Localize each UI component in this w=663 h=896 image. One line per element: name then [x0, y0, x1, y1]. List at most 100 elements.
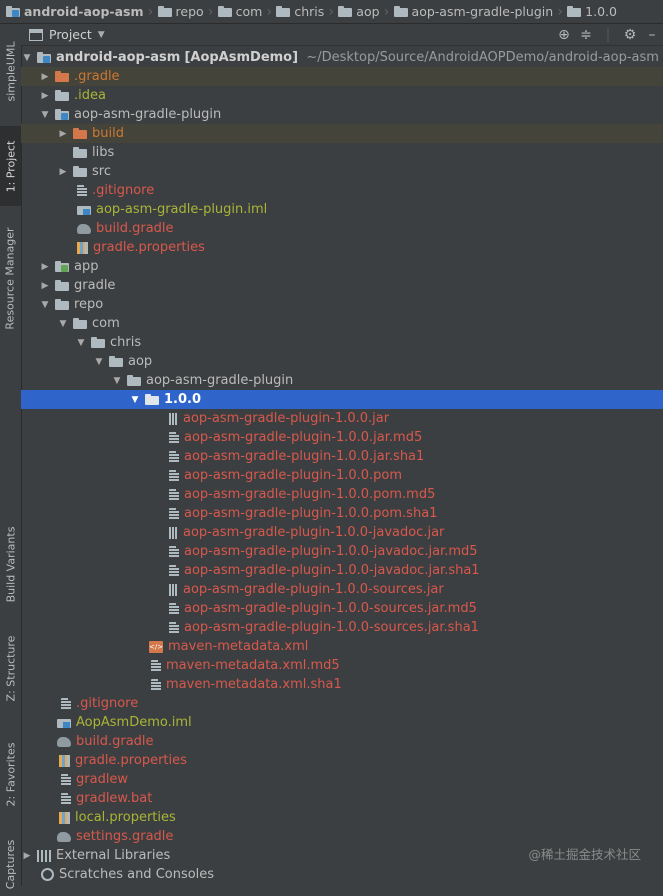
tree-row-artifact-file[interactable]: aop-asm-gradle-plugin-1.0.0.pom.sha1	[21, 504, 663, 523]
tree-row-metadata-file[interactable]: maven-metadata.xml.md5	[21, 656, 663, 675]
tree-row-src[interactable]: ▶ src	[21, 162, 663, 181]
tab-captures[interactable]: Captures	[0, 832, 21, 896]
tree-row-metadata-file[interactable]: maven-metadata.xml.sha1	[21, 675, 663, 694]
tab-favorites[interactable]: 2: Favorites	[0, 729, 21, 819]
text-file-icon	[61, 773, 71, 786]
folder-icon	[55, 90, 69, 101]
collapse-arrow-icon[interactable]: ▶	[41, 280, 49, 291]
tree-row-chris[interactable]: ▼ chris	[21, 333, 663, 352]
gradle-icon	[77, 223, 91, 234]
collapse-all-icon[interactable]: ≑	[580, 27, 592, 43]
tree-row-plugin-iml[interactable]: aop-asm-gradle-plugin.iml	[21, 200, 663, 219]
collapse-arrow-icon[interactable]: ▶	[41, 261, 49, 272]
breadcrumb: android-aop-asm › repo › com › chris › a…	[0, 0, 663, 24]
tab-resource-manager[interactable]: Resource Manager	[0, 214, 21, 342]
tree-row-plugin-build-gradle[interactable]: build.gradle	[21, 219, 663, 238]
tree-label: aop-asm-gradle-plugin-1.0.0-javadoc.jar	[183, 525, 445, 540]
breadcrumb-item-plugin[interactable]: aop-asm-gradle-plugin	[393, 0, 553, 23]
expand-arrow-icon[interactable]: ▼	[41, 109, 49, 120]
breadcrumb-item-root[interactable]: android-aop-asm	[6, 0, 144, 23]
expand-arrow-icon[interactable]: ▼	[95, 356, 103, 367]
tab-simpleuml-label: simpleUML	[4, 41, 18, 101]
tree-row-metadata-file[interactable]: </> maven-metadata.xml	[21, 637, 663, 656]
tree-label: AopAsmDemo.iml	[76, 715, 192, 730]
folder-icon	[393, 6, 408, 17]
tree-label: aop-asm-gradle-plugin-1.0.0-sources.jar	[183, 582, 444, 597]
expand-arrow-icon[interactable]: ▼	[77, 337, 85, 348]
folder-icon	[73, 166, 87, 177]
jar-file-icon	[169, 526, 178, 539]
tree-row-artifact-file[interactable]: aop-asm-gradle-plugin-1.0.0-sources.jar.…	[21, 599, 663, 618]
hide-icon[interactable]: –	[648, 27, 656, 43]
tree-row-gradlew[interactable]: gradlew	[21, 770, 663, 789]
tree-row-root-iml[interactable]: AopAsmDemo.iml	[21, 713, 663, 732]
tree-row-plugin-gitignore[interactable]: .gitignore	[21, 181, 663, 200]
expand-arrow-icon[interactable]: ▼	[41, 299, 49, 310]
breadcrumb-item-aop[interactable]: aop	[338, 0, 380, 23]
tree-row-artifact-file[interactable]: aop-asm-gradle-plugin-1.0.0-javadoc.jar.…	[21, 542, 663, 561]
tree-row-libs[interactable]: libs	[21, 143, 663, 162]
tree-label: aop-asm-gradle-plugin	[74, 107, 222, 122]
tree-row-app[interactable]: ▶ app	[21, 257, 663, 276]
tree-label: app	[74, 259, 99, 274]
tree-label: aop	[128, 354, 153, 369]
breadcrumb-item-chris[interactable]: chris	[276, 0, 324, 23]
text-file-icon	[151, 678, 161, 691]
gradle-icon	[57, 736, 71, 747]
expand-arrow-icon[interactable]: ▼	[131, 394, 139, 405]
tree-row-artifact-file[interactable]: aop-asm-gradle-plugin-1.0.0.jar	[21, 409, 663, 428]
tree-row-plugin-gradle-properties[interactable]: gradle.properties	[21, 238, 663, 257]
collapse-arrow-icon[interactable]: ▶	[41, 71, 49, 82]
breadcrumb-item-version[interactable]: 1.0.0	[567, 0, 617, 23]
tree-row-com[interactable]: ▼ com	[21, 314, 663, 333]
gear-icon[interactable]: ⚙	[623, 27, 637, 43]
collapse-arrow-icon[interactable]: ▶	[41, 90, 49, 101]
tree-row-version-selected[interactable]: ▼ 1.0.0	[21, 390, 663, 409]
tree-row-artifact-file[interactable]: aop-asm-gradle-plugin-1.0.0-sources.jar.…	[21, 618, 663, 637]
tab-build-variants[interactable]: Build Variants	[0, 514, 21, 614]
tree-row-root-build-gradle[interactable]: build.gradle	[21, 732, 663, 751]
breadcrumb-item-repo[interactable]: repo	[157, 0, 204, 23]
tab-project-label: 1: Project	[4, 140, 17, 192]
tree-row-plugin-module[interactable]: ▼ aop-asm-gradle-plugin	[21, 105, 663, 124]
expand-arrow-icon[interactable]: ▼	[23, 52, 31, 63]
tree-row-settings-gradle[interactable]: settings.gradle	[21, 827, 663, 846]
tree-row-repo[interactable]: ▼ repo	[21, 295, 663, 314]
tab-structure[interactable]: Z: Structure	[0, 624, 21, 712]
folder-icon	[6, 6, 20, 17]
tree-row-aop[interactable]: ▼ aop	[21, 352, 663, 371]
text-file-icon	[61, 697, 71, 710]
tree-row-root-gitignore[interactable]: .gitignore	[21, 694, 663, 713]
tree-row-root-gradle-properties[interactable]: gradle.properties	[21, 751, 663, 770]
expand-arrow-icon[interactable]: ▼	[59, 318, 67, 329]
tree-row-artifact[interactable]: ▼ aop-asm-gradle-plugin	[21, 371, 663, 390]
tree-row-root[interactable]: ▼ android-aop-asm [AopAsmDemo] ~/Desktop…	[21, 48, 663, 67]
tree-label: .gitignore	[76, 696, 139, 711]
tree-row-artifact-file[interactable]: aop-asm-gradle-plugin-1.0.0-javadoc.jar	[21, 523, 663, 542]
tree-row-gradle[interactable]: ▶ gradle	[21, 276, 663, 295]
collapse-arrow-icon[interactable]: ▶	[59, 128, 67, 139]
tree-row-build-dir[interactable]: ▶ build	[21, 124, 663, 143]
tree-row-local-properties[interactable]: local.properties	[21, 808, 663, 827]
tree-row-idea-dir[interactable]: ▶ .idea	[21, 86, 663, 105]
tree-row-artifact-file[interactable]: aop-asm-gradle-plugin-1.0.0.jar.sha1	[21, 447, 663, 466]
breadcrumb-item-com[interactable]: com	[217, 0, 262, 23]
tree-row-artifact-file[interactable]: aop-asm-gradle-plugin-1.0.0.pom	[21, 466, 663, 485]
expand-arrow-icon[interactable]: ▼	[113, 375, 121, 386]
tree-row-external-libraries[interactable]: ▶ External Libraries	[21, 846, 663, 865]
collapse-arrow-icon[interactable]: ▶	[23, 850, 31, 861]
tree-row-artifact-file[interactable]: aop-asm-gradle-plugin-1.0.0.pom.md5	[21, 485, 663, 504]
tree-row-artifact-file[interactable]: aop-asm-gradle-plugin-1.0.0-javadoc.jar.…	[21, 561, 663, 580]
tree-row-artifact-file[interactable]: aop-asm-gradle-plugin-1.0.0.jar.md5	[21, 428, 663, 447]
project-view-selector[interactable]: Project ▼	[21, 27, 105, 42]
tab-simpleuml[interactable]: simpleUML	[0, 28, 21, 114]
tree-label: build.gradle	[96, 221, 174, 236]
tree-row-gradlew-bat[interactable]: gradlew.bat	[21, 789, 663, 808]
locate-icon[interactable]: ⊕	[558, 27, 570, 43]
tree-row-artifact-file[interactable]: aop-asm-gradle-plugin-1.0.0-sources.jar	[21, 580, 663, 599]
tree-row-scratches[interactable]: Scratches and Consoles	[21, 865, 663, 884]
tab-project[interactable]: 1: Project	[0, 126, 21, 206]
folder-icon	[127, 375, 141, 386]
tree-row-gradle-dir[interactable]: ▶ .gradle	[21, 67, 663, 86]
collapse-arrow-icon[interactable]: ▶	[59, 166, 67, 177]
